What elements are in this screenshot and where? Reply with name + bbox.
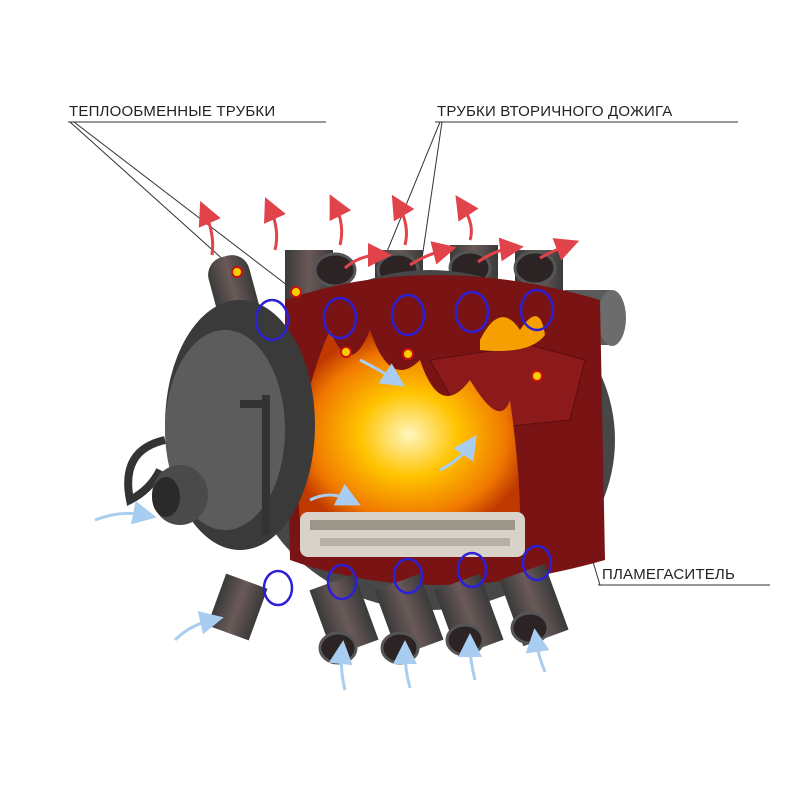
tube-markers bbox=[254, 288, 555, 607]
firewood bbox=[300, 512, 525, 557]
flames bbox=[298, 316, 545, 520]
bottom-heat-exchange-tubes bbox=[207, 563, 569, 665]
label-heat-exchange-tubes: ТЕПЛООБМЕННЫЕ ТРУБКИ bbox=[69, 103, 276, 120]
label-secondary-combustion-tubes: ТРУБКИ ВТОРИЧНОГО ДОЖИГА bbox=[437, 103, 673, 120]
nozzle-dots bbox=[231, 266, 543, 382]
door-handle bbox=[124, 436, 167, 506]
label-flame-arrester: ПЛАМЕГАСИТЕЛЬ bbox=[602, 566, 735, 583]
hot-air-arrows bbox=[198, 194, 580, 270]
front-door bbox=[124, 300, 315, 550]
cold-air-arrows bbox=[94, 358, 550, 691]
leader-lines bbox=[68, 121, 770, 586]
